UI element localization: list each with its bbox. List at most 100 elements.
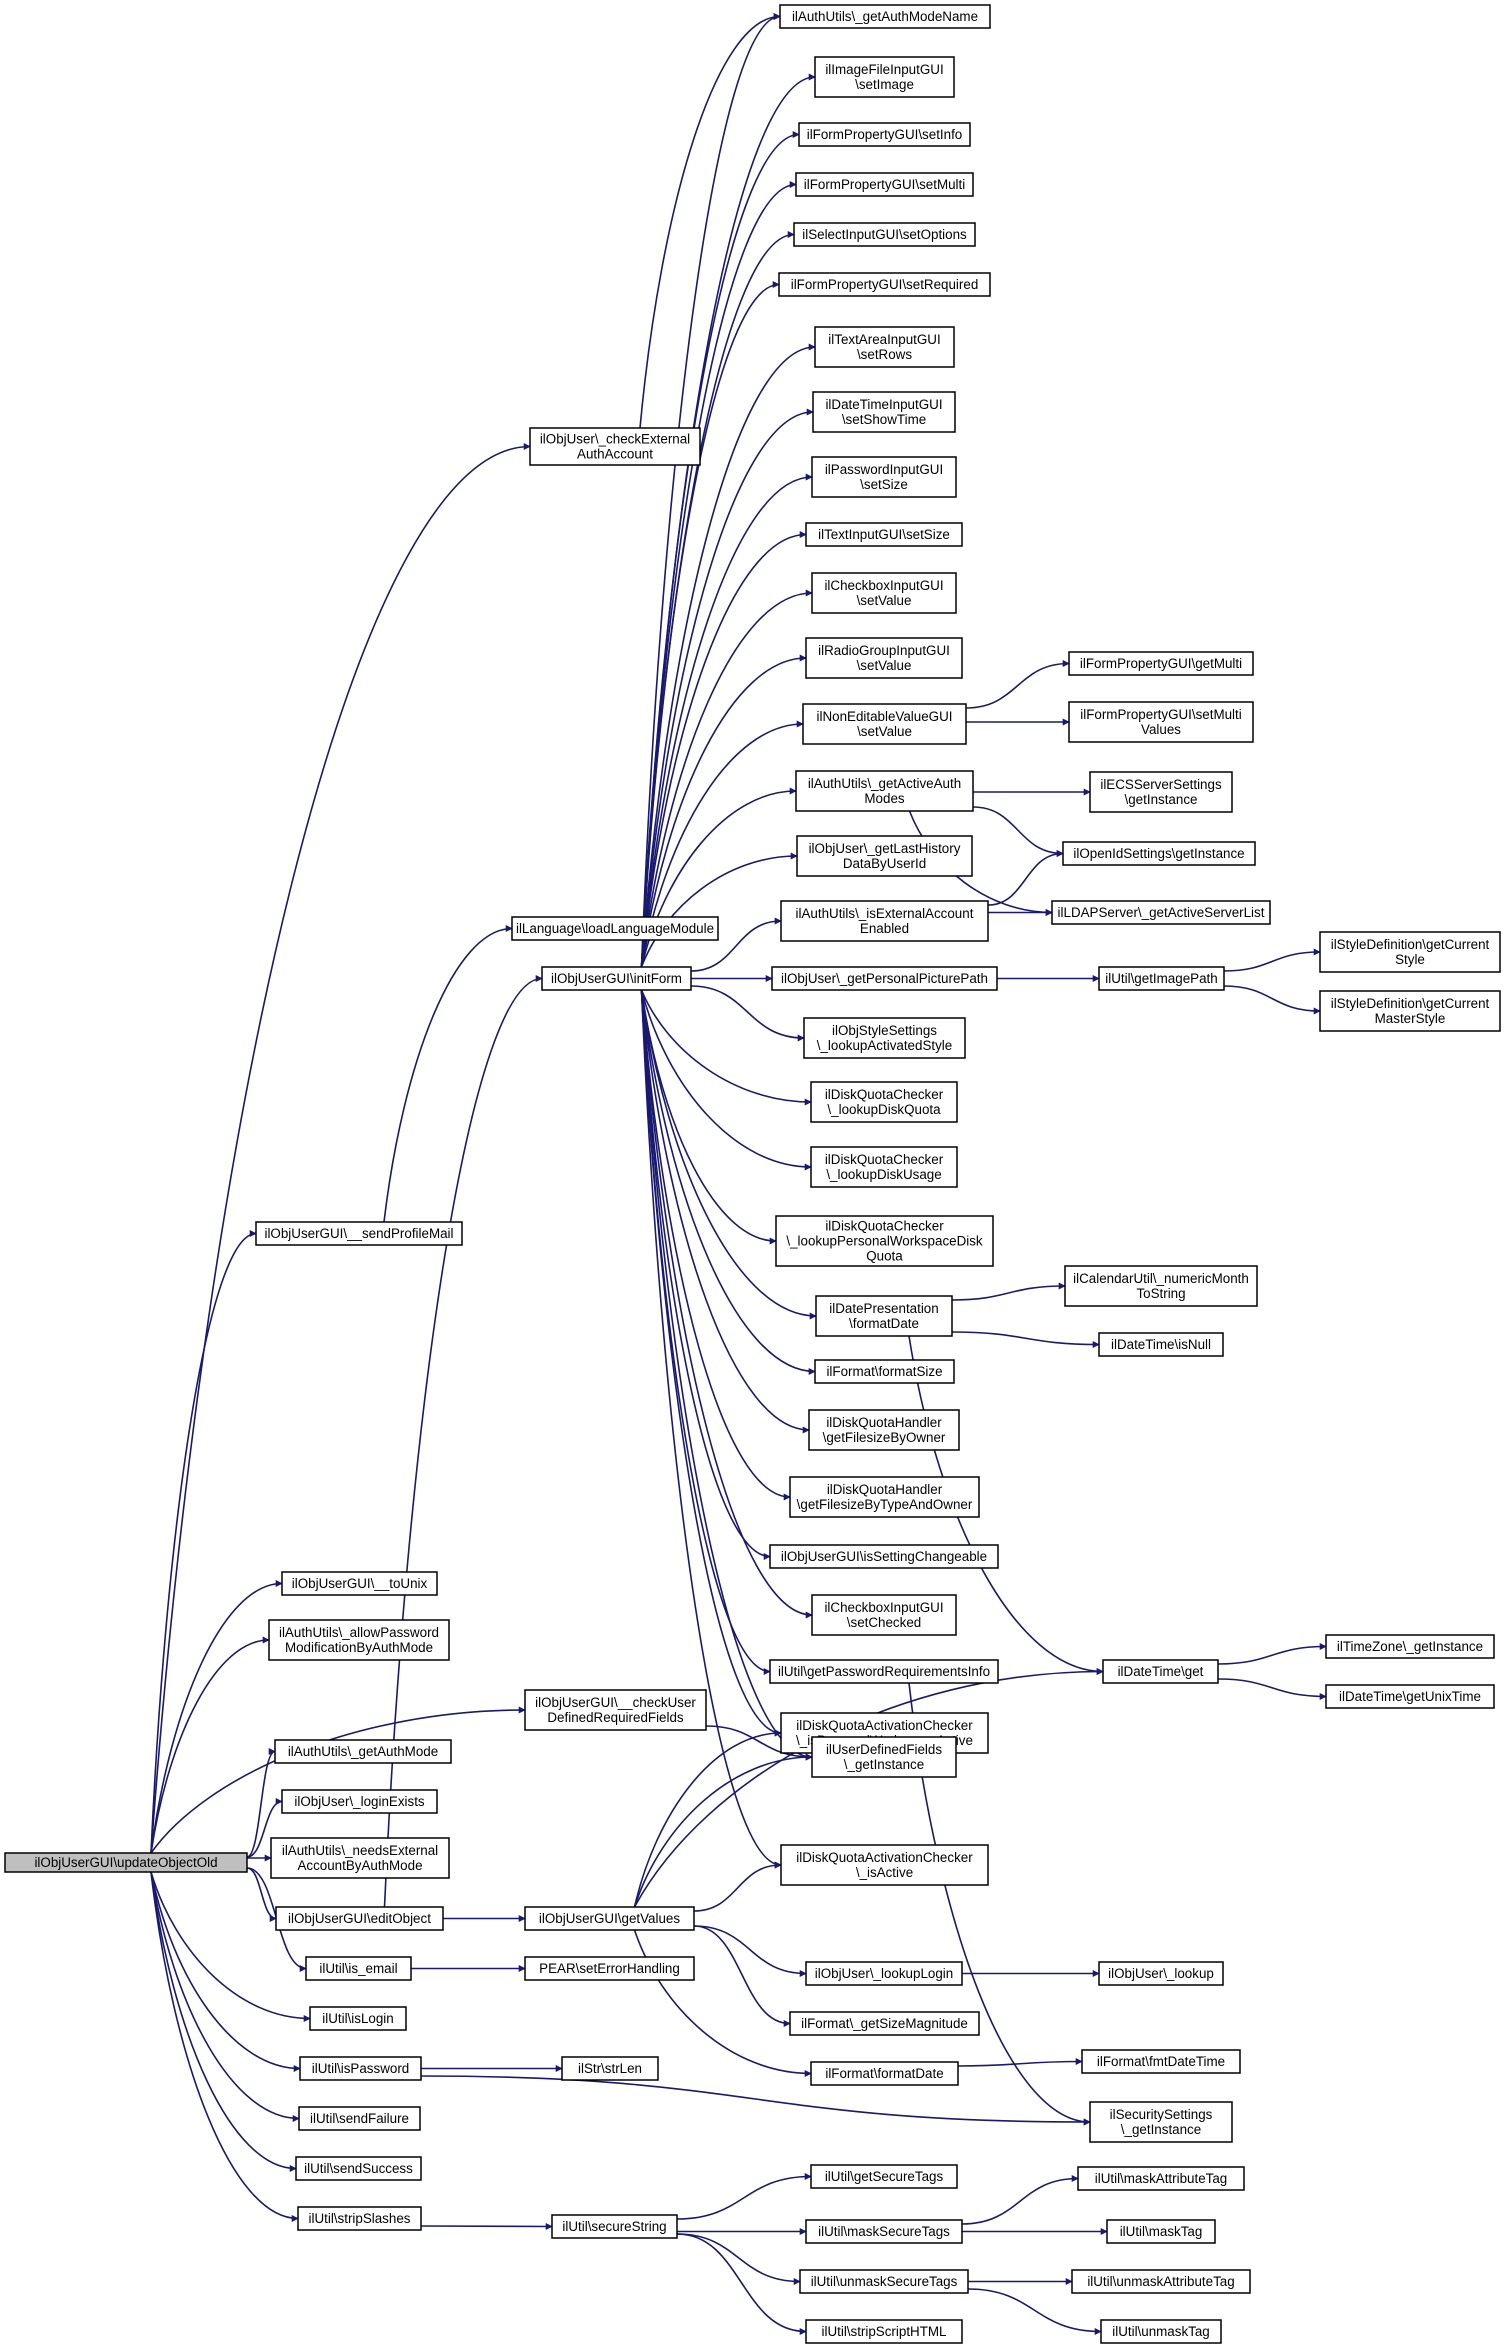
node-maskAttrTag[interactable]: ilUtil\maskAttributeTag: [1077, 2166, 1245, 2191]
edge-initForm-to-lastHistory: [640, 852, 798, 968]
node-formatDate[interactable]: ilFormat\formatDate: [810, 2061, 959, 2086]
node-strLen[interactable]: ilStr\strLen: [561, 2056, 659, 2081]
node-loginExists[interactable]: ilObjUser\_loginExists: [281, 1789, 438, 1814]
node-box: [1062, 841, 1256, 866]
node-fsByType[interactable]: ilDiskQuotaHandler\getFilesizeByTypeAndO…: [789, 1476, 980, 1518]
node-box: [805, 522, 963, 547]
node-getValues[interactable]: ilObjUserGUI\getValues: [524, 1906, 695, 1931]
node-sendProfileMail[interactable]: ilObjUserGUI\__sendProfileMail: [255, 1221, 463, 1246]
node-box: [780, 900, 989, 942]
node-formatDatePres[interactable]: ilDatePresentation\formatDate: [815, 1295, 953, 1337]
node-box: [771, 966, 998, 991]
node-personalPic[interactable]: ilObjUser\_getPersonalPicturePath: [771, 966, 998, 991]
node-getImagePath[interactable]: ilUtil\getImagePath: [1098, 966, 1225, 991]
node-objUserLookup[interactable]: ilObjUser\_lookup: [1098, 1961, 1224, 1986]
node-cbSetValue[interactable]: ilCheckboxInputGUI\setValue: [811, 572, 957, 614]
node-sendFailure[interactable]: ilUtil\sendFailure: [298, 2106, 421, 2131]
node-setImage[interactable]: ilImageFileInputGUI\setImage: [814, 56, 955, 98]
node-lookupPersonalWs[interactable]: ilDiskQuotaChecker\_lookupPersonalWorksp…: [775, 1215, 994, 1267]
node-unmaskSecureTags[interactable]: ilUtil\unmaskSecureTags: [799, 2269, 969, 2294]
edge-initForm-to-lookupDiskUsage: [640, 989, 812, 1171]
node-isPassword[interactable]: ilUtil\isPassword: [299, 2056, 422, 2081]
node-initForm[interactable]: ilObjUserGUI\initForm: [541, 966, 692, 991]
node-dtIsNull[interactable]: ilDateTime\isNull: [1098, 1332, 1224, 1357]
node-setRequired[interactable]: ilFormPropertyGUI\setRequired: [778, 272, 991, 297]
node-allowPw[interactable]: ilAuthUtils\_allowPasswordModificationBy…: [268, 1619, 450, 1661]
node-openIdGetInstance[interactable]: ilOpenIdSettings\getInstance: [1062, 841, 1256, 866]
node-loadLang[interactable]: ilLanguage\loadLanguageModule: [511, 916, 719, 941]
node-fsByOwner[interactable]: ilDiskQuotaHandler\getFilesizeByOwner: [808, 1409, 960, 1451]
node-lookupDiskQuota[interactable]: ilDiskQuotaChecker\_lookupDiskQuota: [810, 1081, 958, 1123]
node-label: \getFilesizeByOwner: [823, 1430, 946, 1445]
node-needsExt[interactable]: ilAuthUtils\_needsExternalAccountByAuthM…: [270, 1837, 450, 1879]
node-label: ilDiskQuotaHandler: [827, 1482, 943, 1497]
node-label: ilAuthUtils\_isExternalAccount: [796, 906, 974, 921]
node-secureString[interactable]: ilUtil\secureString: [551, 2214, 678, 2239]
node-box: [811, 572, 957, 614]
node-stripSlashes[interactable]: ilUtil\stripSlashes: [297, 2206, 422, 2231]
node-isSettingChange[interactable]: ilObjUserGUI\isSettingChangeable: [769, 1544, 999, 1569]
node-sendSuccess[interactable]: ilUtil\sendSuccess: [295, 2156, 422, 2181]
node-setOptions[interactable]: ilSelectInputGUI\setOptions: [793, 222, 976, 247]
node-setRows[interactable]: ilTextAreaInputGUI\setRows: [814, 326, 955, 368]
node-dqIsActive[interactable]: ilDiskQuotaActivationChecker\_isActive: [780, 1844, 989, 1886]
edge-getValues-to-isPersonalWsActive: [633, 1729, 782, 1908]
node-ecsGetInstance[interactable]: ilECSServerSettings\getInstance: [1089, 771, 1233, 813]
node-radioSetValue[interactable]: ilRadioGroupInputGUI\setValue: [805, 637, 963, 679]
node-getAuthMode[interactable]: ilAuthUtils\_getAuthMode: [274, 1739, 452, 1764]
node-fmtDateTime[interactable]: ilFormat\fmtDateTime: [1081, 2049, 1241, 2074]
node-checkUserDef[interactable]: ilObjUserGUI\__checkUserDefinedRequiredF…: [524, 1689, 707, 1731]
node-label: ilObjUserGUI\__sendProfileMail: [264, 1226, 453, 1241]
node-textSetSize[interactable]: ilTextInputGUI\setSize: [805, 522, 963, 547]
node-setShowTime[interactable]: ilDateTimeInputGUI\setShowTime: [812, 391, 956, 433]
node-lookupStyle[interactable]: ilObjStyleSettings\_lookupActivatedStyle: [803, 1017, 966, 1059]
node-root[interactable]: ilObjUserGUI\updateObjectOld: [4, 1852, 248, 1873]
node-label: DefinedRequiredFields: [547, 1710, 684, 1725]
node-cbSetChecked[interactable]: ilCheckboxInputGUI\setChecked: [811, 1594, 957, 1636]
node-maskSecureTags[interactable]: ilUtil\maskSecureTags: [805, 2219, 963, 2244]
node-stripScriptHTML[interactable]: ilUtil\stripScriptHTML: [805, 2319, 963, 2344]
node-getMulti[interactable]: ilFormPropertyGUI\getMulti: [1068, 651, 1254, 676]
node-setMulti[interactable]: ilFormPropertyGUI\setMulti: [795, 172, 974, 197]
node-tzGetInstance[interactable]: ilTimeZone\_getInstance: [1325, 1634, 1495, 1659]
node-sizeMagnitude[interactable]: ilFormat\_getSizeMagnitude: [789, 2011, 980, 2036]
node-secSettings[interactable]: ilSecuritySettings\_getInstance: [1089, 2101, 1233, 2143]
node-isEmail[interactable]: ilUtil\is_email: [305, 1956, 412, 1981]
node-box: [305, 1956, 412, 1981]
node-pwSetSize[interactable]: ilPasswordInputGUI\setSize: [811, 456, 957, 498]
node-unmaskAttrTag[interactable]: ilUtil\unmaskAttributeTag: [1071, 2269, 1251, 2294]
node-pwReqInfo[interactable]: ilUtil\getPasswordRequirementsInfo: [769, 1659, 999, 1684]
node-unmaskTag[interactable]: ilUtil\unmaskTag: [1100, 2319, 1222, 2344]
node-getAuthModeName[interactable]: ilAuthUtils\_getAuthModeName: [779, 4, 991, 29]
node-maskTag[interactable]: ilUtil\maskTag: [1106, 2219, 1216, 2244]
node-lookupLogin[interactable]: ilObjUser\_lookupLogin: [805, 1961, 963, 1986]
node-getUnixTime[interactable]: ilDateTime\getUnixTime: [1325, 1684, 1495, 1709]
node-dtGet[interactable]: ilDateTime\get: [1102, 1659, 1219, 1684]
node-lookupDiskUsage[interactable]: ilDiskQuotaChecker\_lookupDiskUsage: [810, 1146, 958, 1188]
node-setInfo[interactable]: ilFormPropertyGUI\setInfo: [798, 122, 971, 147]
node-label: ilDiskQuotaActivationChecker: [796, 1718, 973, 1733]
node-setErrHandling[interactable]: PEAR\setErrorHandling: [524, 1956, 695, 1981]
node-editObject[interactable]: ilObjUserGUI\editObject: [275, 1906, 444, 1931]
edge-getActiveAuth-to-openIdGetInstance: [972, 806, 1064, 857]
node-box: [255, 1221, 463, 1246]
node-formatSize[interactable]: ilFormat\formatSize: [814, 1359, 955, 1384]
node-neSetValue[interactable]: ilNonEditableValueGUI\setValue: [802, 703, 967, 745]
node-udfGetInstance[interactable]: ilUserDefinedFields\_getInstance: [811, 1736, 957, 1778]
node-box: [810, 2061, 959, 2086]
node-box: [561, 2056, 659, 2081]
node-ldapActiveServer[interactable]: ilLDAPServer\_getActiveServerList: [1051, 900, 1271, 925]
edge-initForm-to-getAuthModeName: [640, 13, 781, 968]
node-isLogin[interactable]: ilUtil\isLogin: [309, 2006, 407, 2031]
node-getSecureTags[interactable]: ilUtil\getSecureTags: [810, 2164, 958, 2189]
node-toUnix[interactable]: ilObjUserGUI\__toUnix: [281, 1571, 438, 1596]
edge-initForm-to-setRows: [640, 343, 816, 968]
